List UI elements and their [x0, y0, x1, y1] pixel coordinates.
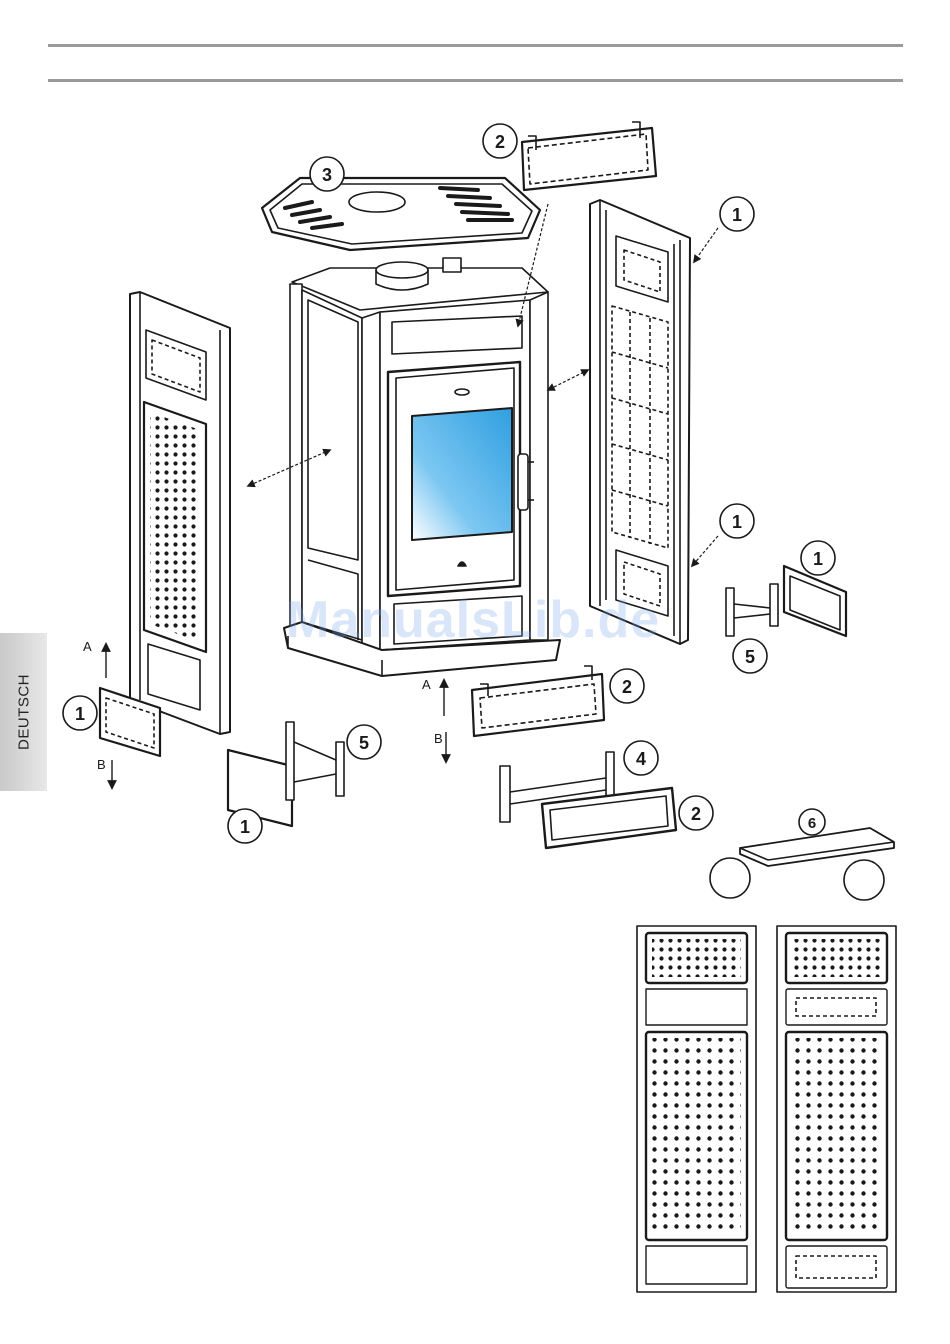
callout-plate: 6: [808, 815, 816, 832]
callout-left-insert: 1: [75, 704, 85, 724]
callout-top-cover: 3: [322, 165, 332, 185]
right-bracket-assembly: [726, 566, 846, 636]
callout-left-loose: 1: [240, 817, 250, 837]
watermark: ManualsLib.de: [286, 590, 660, 650]
callout-left-bracket: 5: [359, 733, 369, 753]
callout-right-bracket: 5: [745, 647, 755, 667]
label-front-b: B: [434, 731, 443, 746]
callout-bracket-4: 4: [636, 749, 646, 769]
callout-right-panel-top: 1: [732, 205, 742, 225]
right-side-panel: [590, 200, 690, 644]
top-upper-panel: [522, 122, 656, 190]
label-left-b: B: [97, 757, 106, 772]
detail-panel-left: [637, 926, 756, 1292]
callout-right-insert: 1: [813, 549, 823, 569]
top-cover: [262, 178, 540, 250]
label-left-a: A: [83, 639, 92, 654]
detail-panel-right: [777, 926, 896, 1292]
front-lower-panel: [472, 666, 604, 736]
left-side-panel: [130, 292, 230, 734]
foot-circle-left: [710, 858, 750, 898]
label-front-a: A: [422, 677, 431, 692]
callout-front-insert: 2: [691, 804, 701, 824]
foot-circle-right: [844, 860, 884, 900]
callout-right-panel-bottom: 1: [732, 512, 742, 532]
callout-front-panel: 2: [622, 677, 632, 697]
callout-top-panel: 2: [495, 132, 505, 152]
